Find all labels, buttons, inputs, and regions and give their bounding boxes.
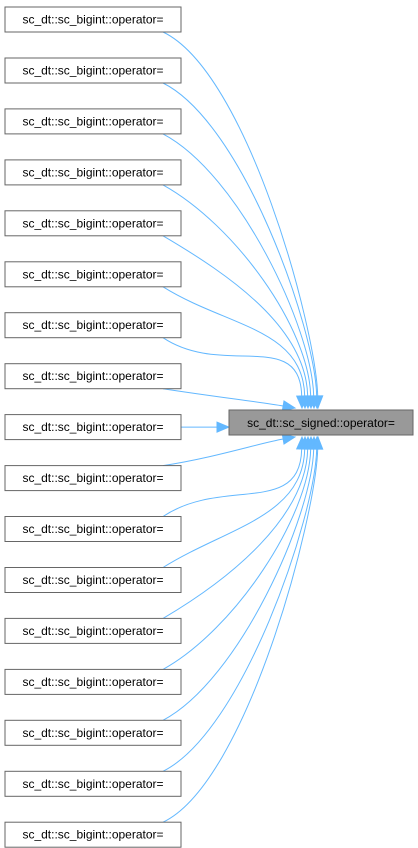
- call-edge: [162, 184, 312, 397]
- caller-node-box: [4, 617, 182, 644]
- caller-node-label: sc_dt::sc_bigint::operator=: [22, 114, 163, 128]
- caller-node-box: [4, 465, 182, 492]
- caller-node-box: [4, 261, 182, 288]
- caller-node-box: [4, 414, 182, 441]
- caller-node[interactable]: sc_dt::sc_bigint::operator=: [4, 6, 182, 33]
- caller-node-box: [4, 770, 182, 797]
- caller-node-label: sc_dt::sc_bigint::operator=: [22, 369, 163, 383]
- caller-node-label: sc_dt::sc_bigint::operator=: [22, 624, 163, 638]
- caller-node-label: sc_dt::sc_bigint::operator=: [22, 828, 163, 842]
- caller-node-label: sc_dt::sc_bigint::operator=: [22, 675, 163, 689]
- call-edge: [162, 31, 319, 397]
- call-edge: [162, 82, 318, 397]
- call-edge: [162, 438, 284, 467]
- caller-node-box: [4, 210, 182, 237]
- caller-node-label: sc_dt::sc_bigint::operator=: [22, 522, 163, 536]
- target-node-box: [228, 409, 414, 436]
- caller-node-box: [4, 719, 182, 746]
- caller-node-label: sc_dt::sc_bigint::operator=: [22, 13, 163, 27]
- arrow-head: [311, 435, 324, 450]
- call-edge: [162, 235, 309, 397]
- node-layer: sc_dt::sc_bigint::operator=sc_dt::sc_big…: [4, 6, 182, 848]
- call-edge: [162, 448, 303, 517]
- caller-node[interactable]: sc_dt::sc_bigint::operator=: [4, 770, 182, 797]
- target-node[interactable]: sc_dt::sc_signed::operator=: [228, 409, 414, 436]
- caller-node[interactable]: sc_dt::sc_bigint::operator=: [4, 261, 182, 288]
- call-edge: [162, 448, 315, 721]
- caller-node[interactable]: sc_dt::sc_bigint::operator=: [4, 57, 182, 84]
- caller-node-box: [4, 821, 182, 848]
- caller-node[interactable]: sc_dt::sc_bigint::operator=: [4, 668, 182, 695]
- arrow-head: [295, 395, 308, 410]
- caller-node[interactable]: sc_dt::sc_bigint::operator=: [4, 516, 182, 542]
- call-edge: [162, 448, 312, 670]
- caller-node-box: [4, 567, 182, 593]
- caller-node-label: sc_dt::sc_bigint::operator=: [22, 777, 163, 791]
- caller-node[interactable]: sc_dt::sc_bigint::operator=: [4, 414, 182, 441]
- caller-node[interactable]: sc_dt::sc_bigint::operator=: [4, 821, 182, 848]
- arrow-head: [281, 400, 297, 412]
- caller-node-label: sc_dt::sc_bigint::operator=: [22, 726, 163, 740]
- caller-node[interactable]: sc_dt::sc_bigint::operator=: [4, 719, 182, 746]
- arrow-head: [216, 421, 231, 433]
- call-edge: [162, 133, 315, 397]
- caller-node-box: [4, 159, 182, 186]
- edge-layer: [162, 31, 324, 823]
- caller-node-box: [4, 516, 182, 542]
- caller-node-label: sc_dt::sc_bigint::operator=: [22, 64, 163, 78]
- caller-node-box: [4, 6, 182, 33]
- caller-node[interactable]: sc_dt::sc_bigint::operator=: [4, 363, 182, 390]
- call-edge: [162, 337, 303, 397]
- caller-node[interactable]: sc_dt::sc_bigint::operator=: [4, 567, 182, 593]
- caller-node-box: [4, 312, 182, 339]
- call-edge: [162, 448, 318, 772]
- call-edge: [162, 388, 284, 407]
- caller-node[interactable]: sc_dt::sc_bigint::operator=: [4, 108, 182, 135]
- caller-node-box: [4, 108, 182, 135]
- call-edge: [162, 286, 306, 397]
- caller-node-box: [4, 363, 182, 390]
- target-node-label: sc_dt::sc_signed::operator=: [247, 416, 395, 430]
- caller-node-label: sc_dt::sc_bigint::operator=: [22, 471, 163, 485]
- caller-node-box: [4, 668, 182, 695]
- call-edge: [162, 448, 306, 568]
- caller-node-label: sc_dt::sc_bigint::operator=: [22, 165, 163, 179]
- caller-node-box: [4, 57, 182, 84]
- caller-node[interactable]: sc_dt::sc_bigint::operator=: [4, 159, 182, 186]
- caller-node-label: sc_dt::sc_bigint::operator=: [22, 318, 163, 332]
- caller-node-label: sc_dt::sc_bigint::operator=: [22, 216, 163, 230]
- caller-node[interactable]: sc_dt::sc_bigint::operator=: [4, 617, 182, 644]
- arrow-head: [281, 433, 297, 445]
- caller-node-label: sc_dt::sc_bigint::operator=: [22, 573, 163, 587]
- caller-node-label: sc_dt::sc_bigint::operator=: [22, 267, 163, 281]
- call-edge: [162, 448, 319, 823]
- caller-node-label: sc_dt::sc_bigint::operator=: [22, 420, 163, 434]
- caller-node[interactable]: sc_dt::sc_bigint::operator=: [4, 465, 182, 492]
- caller-node[interactable]: sc_dt::sc_bigint::operator=: [4, 210, 182, 237]
- call-edge: [162, 448, 309, 619]
- caller-node[interactable]: sc_dt::sc_bigint::operator=: [4, 312, 182, 339]
